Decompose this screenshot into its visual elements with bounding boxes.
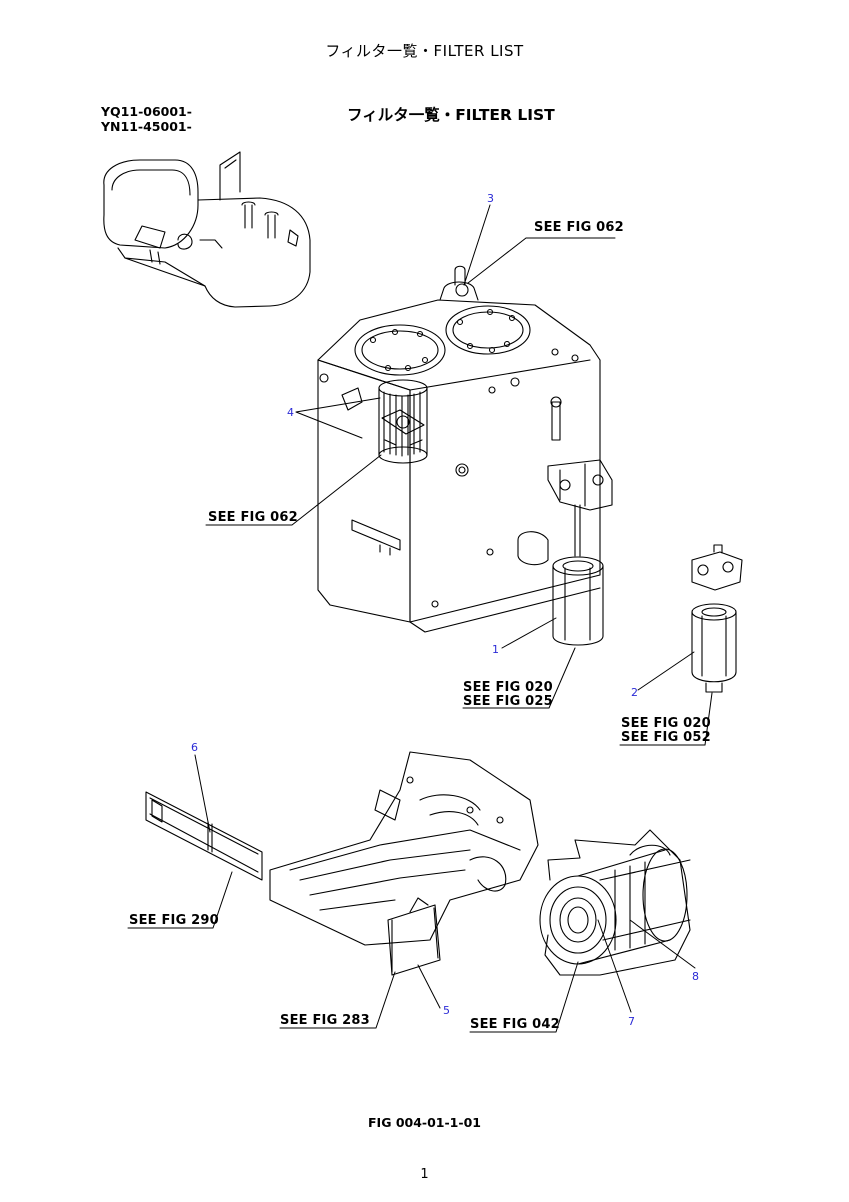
part-number-5: 5 xyxy=(443,1004,450,1017)
part-number-7: 7 xyxy=(628,1015,635,1028)
diagram-title: フィルタ一覧・FILTER LIST xyxy=(347,106,555,124)
serial-range-2: YN11-45001- xyxy=(101,119,192,134)
serial-range-1: YQ11-06001- xyxy=(101,104,192,119)
see-fig-042-callout[interactable]: SEE FIG 042 xyxy=(470,1017,560,1032)
return-filter-element-illustration xyxy=(379,380,427,463)
part-number-6: 6 xyxy=(191,741,198,754)
see-fig-052-callout[interactable]: SEE FIG 052 xyxy=(621,730,711,745)
figure-id: FIG 004-01-1-01 xyxy=(368,1115,481,1130)
part-number-2: 2 xyxy=(631,686,638,699)
recirculation-filter-illustration xyxy=(388,898,440,975)
page-header-title: フィルタ一覧・FILTER LIST xyxy=(325,42,524,60)
see-fig-025-callout[interactable]: SEE FIG 025 xyxy=(463,694,553,709)
fuel-filter-illustration xyxy=(692,545,742,692)
part-number-3: 3 xyxy=(487,192,494,205)
hydraulic-tank-illustration xyxy=(318,266,600,632)
leader-lines xyxy=(128,205,712,1032)
part-number-8: 8 xyxy=(692,970,699,983)
see-fig-020-callout-a[interactable]: SEE FIG 020 xyxy=(463,680,553,695)
part-number-4: 4 xyxy=(287,406,294,419)
see-fig-062-callout-left[interactable]: SEE FIG 062 xyxy=(208,510,298,525)
see-fig-283-callout[interactable]: SEE FIG 283 xyxy=(280,1013,370,1028)
page-number: 1 xyxy=(420,1167,429,1182)
see-fig-062-callout-top[interactable]: SEE FIG 062 xyxy=(534,220,624,235)
see-fig-290-callout[interactable]: SEE FIG 290 xyxy=(129,913,219,928)
fresh-air-filter-illustration xyxy=(146,792,262,880)
see-fig-020-callout-b[interactable]: SEE FIG 020 xyxy=(621,716,711,731)
air-cleaner-illustration xyxy=(540,830,690,975)
pilot-filter-illustration xyxy=(548,397,612,645)
machine-overview-illustration xyxy=(104,152,310,307)
part-number-1: 1 xyxy=(492,643,499,656)
air-conditioner-unit-illustration xyxy=(270,752,538,945)
